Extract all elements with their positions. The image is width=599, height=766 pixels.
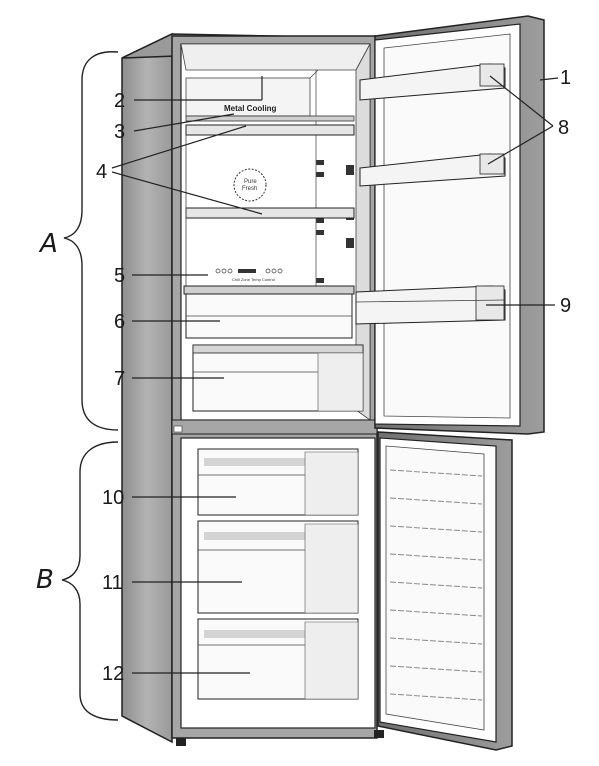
callout-1: 1	[560, 67, 571, 89]
pure-fresh-label-2: Fresh	[242, 186, 257, 192]
metal-cooling-label: Metal Cooling	[224, 104, 277, 113]
pure-fresh-label-1: Pure	[244, 179, 257, 185]
group-b-label: B	[36, 565, 54, 595]
callout-8: 8	[558, 117, 569, 139]
freezer-compartment	[180, 437, 376, 729]
callout-5: 5	[114, 265, 125, 287]
callout-3: 3	[114, 121, 125, 143]
callout-11: 11	[102, 572, 123, 594]
glass-shelves	[185, 124, 355, 290]
leader-lines	[111, 75, 559, 674]
fridge-door	[355, 15, 545, 435]
callout-6: 6	[114, 311, 125, 333]
control-panel: Chill Zone Temp Control	[215, 268, 283, 282]
callout-numbers: 1 2 3 4 5 6 7 8 9 10 11 12	[96, 67, 571, 685]
callout-2: 2	[114, 90, 125, 112]
chill-zone-drawer	[183, 285, 355, 339]
pure-fresh-badge: Pure Fresh	[233, 168, 267, 202]
freezer-door	[377, 431, 513, 751]
callout-10: 10	[102, 487, 124, 509]
callout-7: 7	[114, 368, 125, 390]
metal-cooling-plate: Metal Cooling	[185, 104, 355, 122]
group-a-label: A	[38, 229, 58, 259]
brace-a	[63, 51, 119, 431]
callout-9: 9	[560, 295, 571, 317]
control-panel-text: Chill Zone Temp Control	[232, 277, 275, 282]
callout-12: 12	[102, 663, 124, 685]
callout-4: 4	[96, 161, 107, 183]
brace-b	[61, 441, 119, 721]
